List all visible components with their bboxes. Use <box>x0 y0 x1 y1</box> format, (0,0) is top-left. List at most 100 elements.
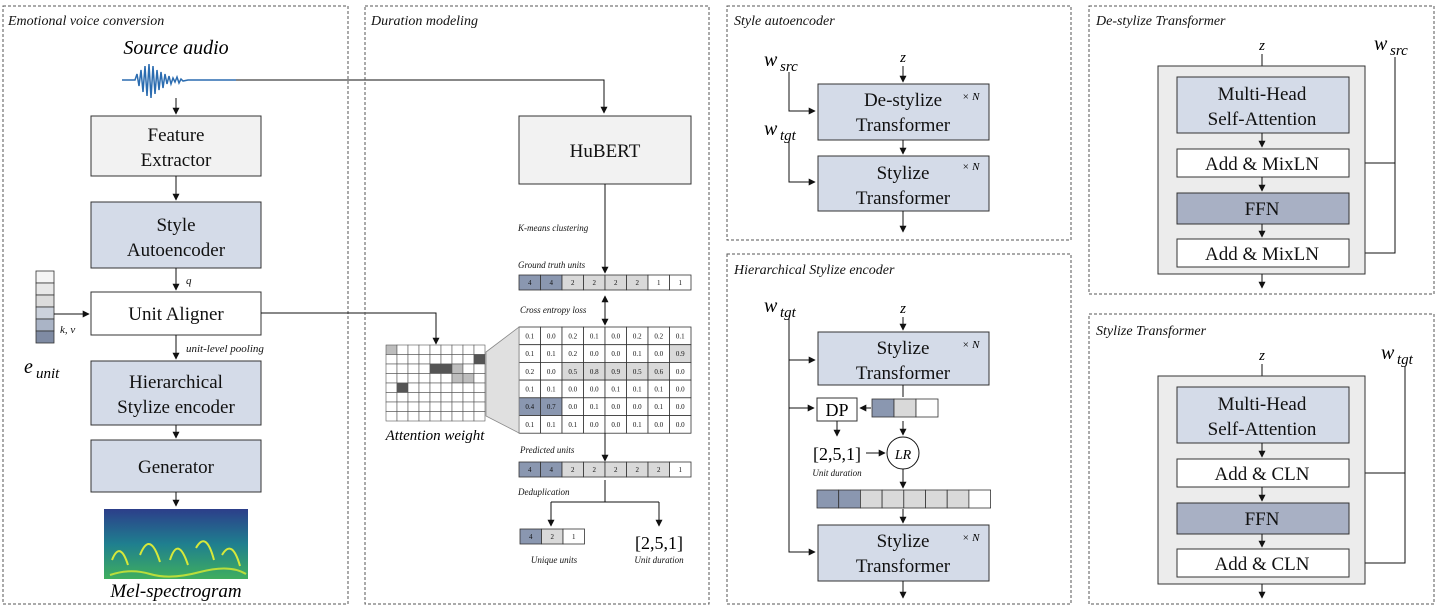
panel-emotional-voice-conversion: Emotional voice conversion Source audio … <box>2 5 608 605</box>
panel-title: Emotional voice conversion <box>7 14 164 29</box>
unit-cell-text: 2 <box>614 279 618 287</box>
sequence-cell <box>893 398 917 418</box>
hier-encoder-box <box>90 360 262 426</box>
ffn-label: FFN <box>1245 509 1280 530</box>
pred-units-label: Predicted units <box>519 445 575 455</box>
panel-hierarchical-stylize-encoder: Hierarchical Stylize encoder z w tgt Sty… <box>726 253 1072 605</box>
q-label: q <box>186 275 192 287</box>
stylize-top-label-2: Transformer <box>856 363 951 384</box>
attention-cell <box>385 363 398 374</box>
unit-duration-label: Unit duration <box>634 555 684 565</box>
unit-cell-text: 2 <box>593 466 597 474</box>
hier-unit-sequence <box>871 398 939 418</box>
attention-cell <box>440 373 453 384</box>
attention-cell <box>418 354 431 365</box>
attention-cell <box>451 363 464 374</box>
z-label: z <box>899 50 906 66</box>
unit-cell-text: 2 <box>636 466 640 474</box>
matrix-cell-text: 0.9 <box>611 368 620 376</box>
attention-weight-label: Attention weight <box>385 428 486 444</box>
attention-cell <box>385 344 398 355</box>
attention-cell <box>396 382 409 393</box>
hier-expanded-sequence <box>816 489 992 509</box>
matrix-cell-text: 0.0 <box>676 403 685 411</box>
attention-cell <box>440 382 453 393</box>
attention-cell <box>473 411 486 422</box>
unit-cell-text: 4 <box>550 279 554 287</box>
w-tgt-label: w <box>764 295 778 317</box>
matrix-cell-text: 0.8 <box>590 368 599 376</box>
mhsa-box <box>1176 76 1350 134</box>
unit-cell-text: 1 <box>679 279 683 287</box>
attention-cell <box>418 363 431 374</box>
sequence-cell <box>881 489 905 509</box>
dp-label: DP <box>825 400 848 420</box>
matrix-cell-text: 0.1 <box>590 332 599 340</box>
matrix-cell-text: 0.1 <box>568 421 577 429</box>
style-autoencoder-label-1: Style <box>156 215 195 236</box>
attention-cell <box>440 354 453 365</box>
style-autoencoder-label-2: Autoencoder <box>127 240 226 261</box>
xN-label: × N <box>962 532 980 544</box>
attention-cell <box>440 411 453 422</box>
matrix-cell-text: 0.1 <box>525 421 534 429</box>
stylize-label-2: Transformer <box>856 188 951 209</box>
lr-label: LR <box>894 448 912 463</box>
attention-cell <box>418 373 431 384</box>
matrix-cell-text: 0.1 <box>547 421 556 429</box>
attention-cell <box>462 363 475 374</box>
matrix-cell-text: 0.0 <box>611 332 620 340</box>
matrix-cell-text: 0.2 <box>633 332 642 340</box>
matrix-cell-text: 0.9 <box>676 350 685 358</box>
feature-extractor-label-1: Feature <box>148 125 205 146</box>
attention-cell <box>396 401 409 412</box>
kv-label: k, v <box>60 324 75 336</box>
matrix-cell-text: 0.1 <box>633 350 642 358</box>
attention-cell <box>429 382 442 393</box>
attention-cell <box>451 354 464 365</box>
duration-label: [2,5,1] <box>813 444 861 464</box>
w-src-subscript: src <box>780 59 798 75</box>
attention-cell <box>451 382 464 393</box>
sequence-cell <box>968 489 992 509</box>
matrix-cell-text: 0.0 <box>547 332 556 340</box>
z-label: z <box>1258 348 1265 364</box>
panel-style-autoencoder: Style autoencoder z w src De-stylize Tra… <box>726 5 1072 241</box>
panel-duration-modeling: Duration modeling HuBERT K-means cluster… <box>364 5 710 605</box>
matrix-cell-text: 0.1 <box>547 385 556 393</box>
panel-border <box>1088 5 1435 295</box>
panel-title: De-stylize Transformer <box>1095 14 1226 29</box>
stylize-bottom-label-2: Transformer <box>856 556 951 577</box>
attention-cell <box>473 344 486 355</box>
attention-cell <box>429 373 442 384</box>
matrix-cell-text: 0.0 <box>676 368 685 376</box>
matrix-cell-text: 0.6 <box>654 368 663 376</box>
unique-units-label: Unique units <box>531 555 578 565</box>
attention-cell <box>385 354 398 365</box>
unit-cell-text: 4 <box>528 279 532 287</box>
attention-cell <box>429 354 442 365</box>
kmeans-label: K-means clustering <box>517 223 589 233</box>
unit-cell-text: 1 <box>657 279 661 287</box>
panel-destylize-transformer: De-stylize Transformer z w src Multi-Hea… <box>1088 5 1435 295</box>
w-tgt-subscript: tgt <box>780 305 797 321</box>
unit-cell-text: 1 <box>679 466 683 474</box>
matrix-cell-text: 0.0 <box>676 421 685 429</box>
add-mixln-2-box <box>1176 238 1350 268</box>
attention-cell <box>396 373 409 384</box>
unit-cell-text: 4 <box>529 533 533 541</box>
add-mixln-1-box <box>1176 148 1350 178</box>
w-src-label: w <box>1374 33 1388 55</box>
mhsa-label-2: Self-Attention <box>1208 419 1317 440</box>
matrix-cell-text: 0.0 <box>611 350 620 358</box>
attention-cell <box>418 344 431 355</box>
panel-border <box>1088 313 1435 605</box>
w-tgt-subscript: tgt <box>1397 352 1414 368</box>
w-tgt-subscript: tgt <box>780 128 797 144</box>
stylize-top-label-1: Stylize <box>877 338 930 359</box>
matrix-cell-text: 0.2 <box>654 332 663 340</box>
matrix-cell-text: 0.1 <box>633 421 642 429</box>
